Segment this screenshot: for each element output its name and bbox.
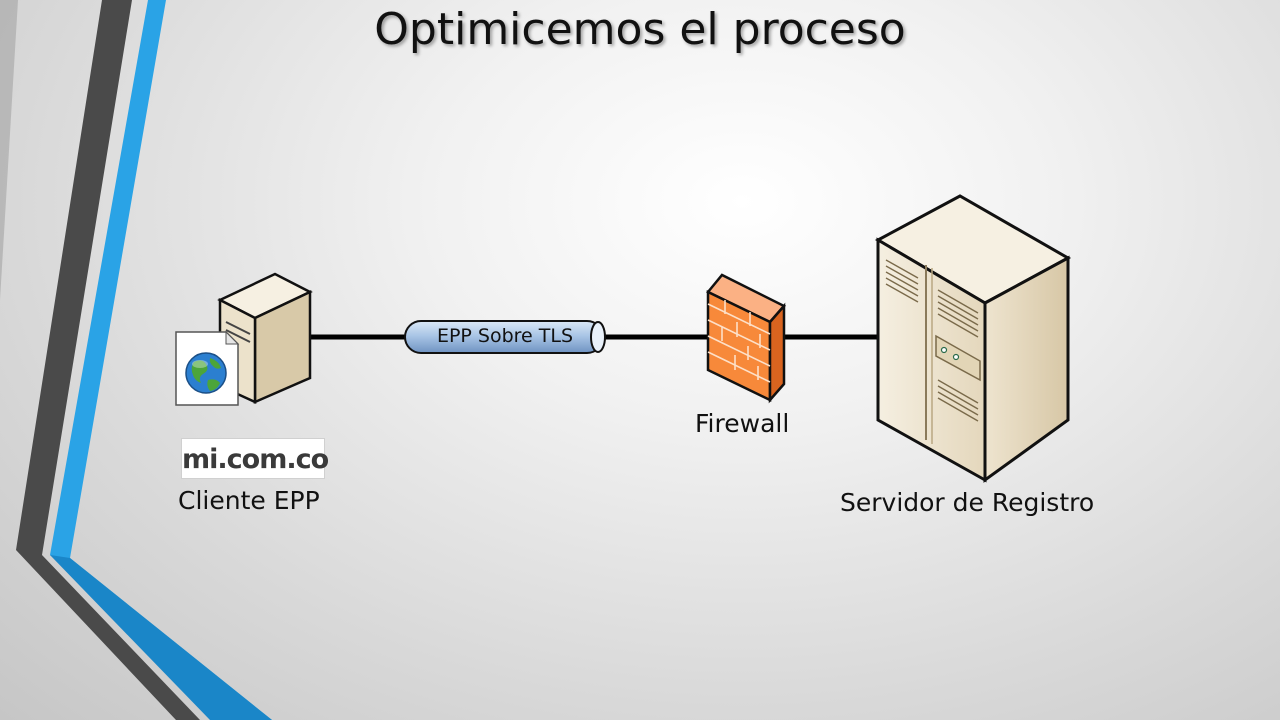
micomco-logo: mi.com.co	[181, 438, 329, 479]
globe-icon	[185, 352, 227, 394]
tls-tunnel-icon	[404, 320, 606, 354]
firewall-icon	[706, 273, 787, 404]
blue-stripe	[50, 0, 272, 720]
client-computer-icon	[217, 272, 313, 404]
gray-stripe-left	[0, 0, 18, 300]
registry-server-icon	[874, 194, 1072, 483]
dark-stripe	[16, 0, 200, 720]
slide-title: Optimicemos el proceso	[374, 4, 906, 55]
server-label: Servidor de Registro	[840, 488, 1095, 517]
logo-text: mi.com.co	[182, 444, 329, 475]
blue-stripe-lower	[50, 555, 272, 720]
client-label: Cliente EPP	[178, 486, 320, 515]
firewall-label: Firewall	[695, 409, 790, 438]
tunnel-label: EPP Sobre TLS	[436, 325, 574, 347]
